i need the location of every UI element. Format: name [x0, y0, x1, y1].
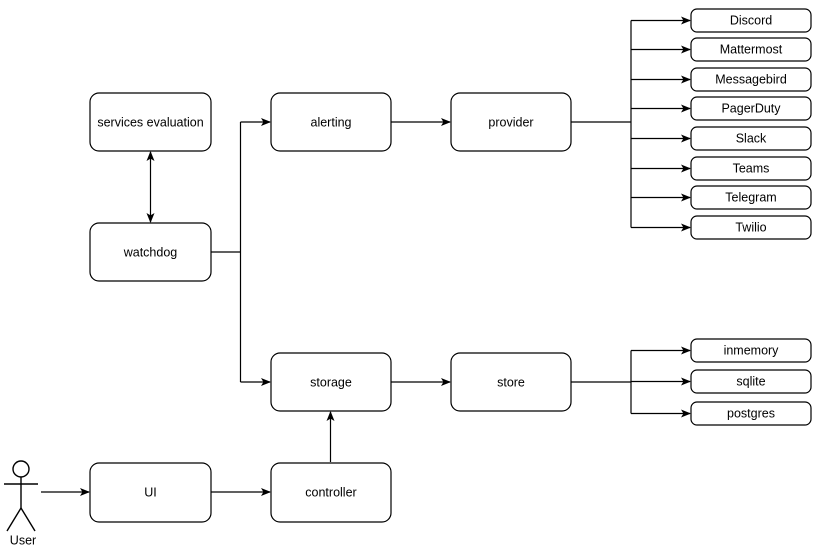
provider-target-item-box[interactable]: [690, 215, 812, 240]
provider-target-item[interactable]: PagerDuty: [690, 96, 812, 121]
store-target-item-box[interactable]: [690, 401, 812, 426]
node-alerting[interactable]: alerting: [270, 92, 392, 152]
store-target-item[interactable]: postgres: [690, 401, 812, 426]
provider-target-item-box[interactable]: [690, 8, 812, 33]
store-target-item-box[interactable]: [690, 338, 812, 363]
node-storage-label: storage: [310, 375, 352, 389]
provider-target-item-label: Teams: [733, 161, 770, 175]
provider-target-item-box[interactable]: [690, 96, 812, 121]
store-target-item-label: postgres: [727, 406, 775, 420]
node-store-box[interactable]: [450, 352, 572, 412]
node-storage[interactable]: storage: [270, 352, 392, 412]
node-watchdog-label: watchdog: [123, 245, 178, 259]
node-provider-label: provider: [488, 115, 533, 129]
store-target-item[interactable]: sqlite: [690, 369, 812, 394]
actor-head-icon: [12, 460, 30, 478]
provider-target-item[interactable]: Discord: [690, 8, 812, 33]
provider-target-item-label: PagerDuty: [721, 101, 781, 115]
node-services-evaluation[interactable]: services evaluation: [89, 92, 212, 152]
store-target-item-box[interactable]: [690, 369, 812, 394]
provider-target-item-label: Mattermost: [720, 42, 783, 56]
node-alerting-box[interactable]: [270, 92, 392, 152]
provider-target-item-label: Telegram: [725, 190, 776, 204]
provider-target-item-label: Messagebird: [715, 72, 787, 86]
provider-target-item[interactable]: Telegram: [690, 185, 812, 210]
provider-targets-list: DiscordMattermostMessagebirdPagerDutySla…: [690, 8, 812, 240]
provider-target-item[interactable]: Slack: [690, 126, 812, 151]
provider-target-item[interactable]: Teams: [690, 156, 812, 181]
node-store[interactable]: store: [450, 352, 572, 412]
node-controller[interactable]: controller: [270, 462, 392, 523]
provider-branch-lines: [631, 16, 691, 232]
store-targets-list: inmemory sqlite postgres: [690, 338, 812, 426]
edges-layer: [41, 16, 691, 496]
node-ui-label: UI: [144, 485, 157, 499]
actor-user-label: User: [10, 533, 36, 547]
node-alerting-label: alerting: [311, 115, 352, 129]
node-controller-label: controller: [305, 485, 356, 499]
provider-target-item[interactable]: Mattermost: [690, 37, 812, 62]
provider-target-item[interactable]: Messagebird: [690, 67, 812, 92]
provider-target-item-box[interactable]: [690, 37, 812, 62]
node-services-evaluation-label: services evaluation: [97, 115, 203, 129]
node-provider[interactable]: provider: [450, 92, 572, 152]
node-ui-box[interactable]: [89, 462, 212, 523]
store-target-item-label: sqlite: [736, 374, 765, 388]
node-controller-box[interactable]: [270, 462, 392, 523]
provider-target-item-label: Twilio: [735, 220, 766, 234]
provider-target-item-label: Slack: [736, 131, 767, 145]
node-storage-box[interactable]: [270, 352, 392, 412]
provider-target-item-box[interactable]: [690, 185, 812, 210]
store-target-item-label: inmemory: [724, 343, 780, 357]
actor-leg-left-icon: [6, 507, 22, 532]
actor-user[interactable]: User: [4, 460, 38, 547]
node-provider-box[interactable]: [450, 92, 572, 152]
provider-target-item-box[interactable]: [690, 156, 812, 181]
store-branch-lines: [631, 346, 691, 418]
store-target-item[interactable]: inmemory: [690, 338, 812, 363]
node-ui[interactable]: UI: [89, 462, 212, 523]
provider-target-item-label: Discord: [730, 13, 772, 27]
node-services-evaluation-box[interactable]: [89, 92, 212, 152]
node-watchdog-box[interactable]: [89, 222, 212, 282]
actor-leg-right-icon: [20, 507, 36, 532]
provider-target-item-box[interactable]: [690, 67, 812, 92]
provider-target-item-box[interactable]: [690, 126, 812, 151]
node-store-label: store: [497, 375, 525, 389]
provider-target-item[interactable]: Twilio: [690, 215, 812, 240]
node-watchdog[interactable]: watchdog: [89, 222, 212, 282]
